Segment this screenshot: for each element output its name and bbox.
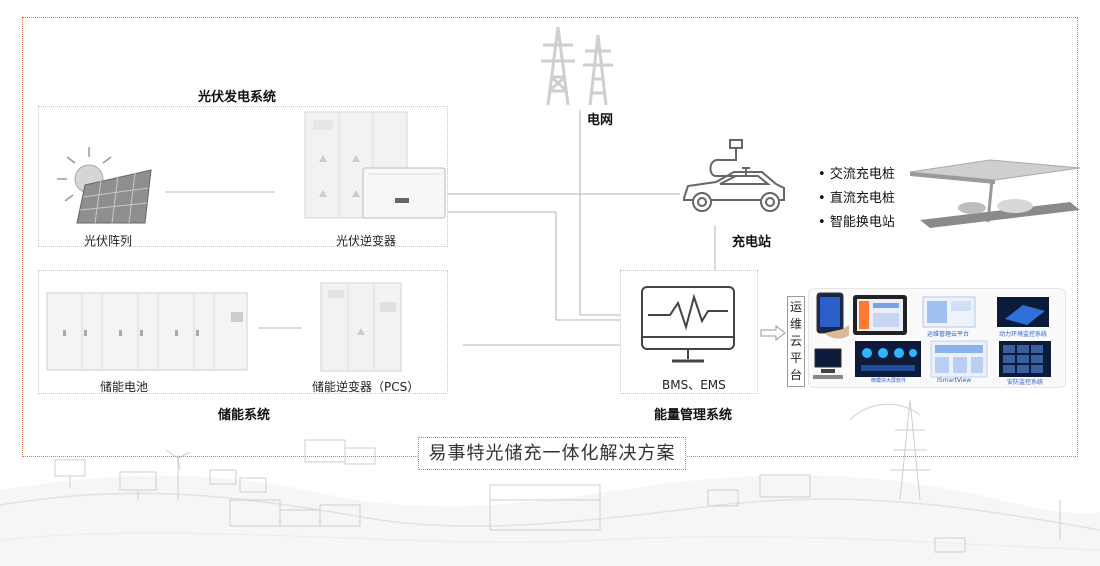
battery-label: 储能电池 — [100, 380, 149, 394]
arrow-right-icon — [760, 325, 786, 341]
charging-type-swap: 智能换电站 — [818, 211, 895, 235]
battery-cabinet-icon — [46, 292, 248, 371]
charging-canopy-icon — [910, 159, 1081, 228]
pcs-cabinet-icon — [320, 282, 402, 372]
grid-label: 电网 — [587, 113, 614, 128]
cloud-apps-panel: 运维管理云平台 动力环境监控系统 微模块大屏软件 ISmartView 安防监控… — [808, 288, 1066, 388]
solution-title: 易事特光储充一体化解决方案 — [418, 437, 686, 470]
cloud-app-screens — [813, 292, 1051, 379]
pv-system-box — [38, 106, 448, 247]
cloud-platform-vertical-label: 运 维 云 平 台 — [787, 296, 805, 387]
pcs-label: 储能逆变器（PCS） — [312, 380, 420, 394]
pv-system-title: 光伏发电系统 — [198, 90, 277, 105]
ems-monitor-icon — [641, 286, 735, 363]
pv-array-label: 光伏阵列 — [84, 234, 133, 248]
cloud-app-label-ops: 运维管理云平台 — [927, 331, 970, 338]
cloud-app-label-ismartview: ISmartView — [937, 377, 972, 384]
charging-station-label: 充电站 — [732, 235, 772, 250]
ems-screen-label: BMS、EMS — [662, 378, 726, 392]
charging-types-list: 交流充电桩 直流充电桩 智能换电站 — [818, 163, 895, 235]
ems-title: 能量管理系统 — [654, 408, 733, 423]
storage-system-box — [38, 270, 448, 394]
ems-box — [620, 270, 758, 394]
cloud-app-label-env: 动力环境监控系统 — [999, 331, 1048, 338]
cloud-app-label-security: 安防监控系统 — [1007, 379, 1044, 386]
power-tower-icon — [541, 26, 613, 106]
solar-panel-icon — [57, 147, 152, 224]
storage-system-title: 储能系统 — [218, 408, 271, 423]
charging-type-ac: 交流充电桩 — [818, 163, 895, 187]
electric-car-icon — [683, 139, 785, 212]
pv-inverter-label: 光伏逆变器 — [336, 234, 397, 248]
pv-inverter-icon — [304, 111, 446, 219]
cloud-app-label-bigscreen: 微模块大屏软件 — [871, 378, 907, 384]
charging-type-dc: 直流充电桩 — [818, 187, 895, 211]
